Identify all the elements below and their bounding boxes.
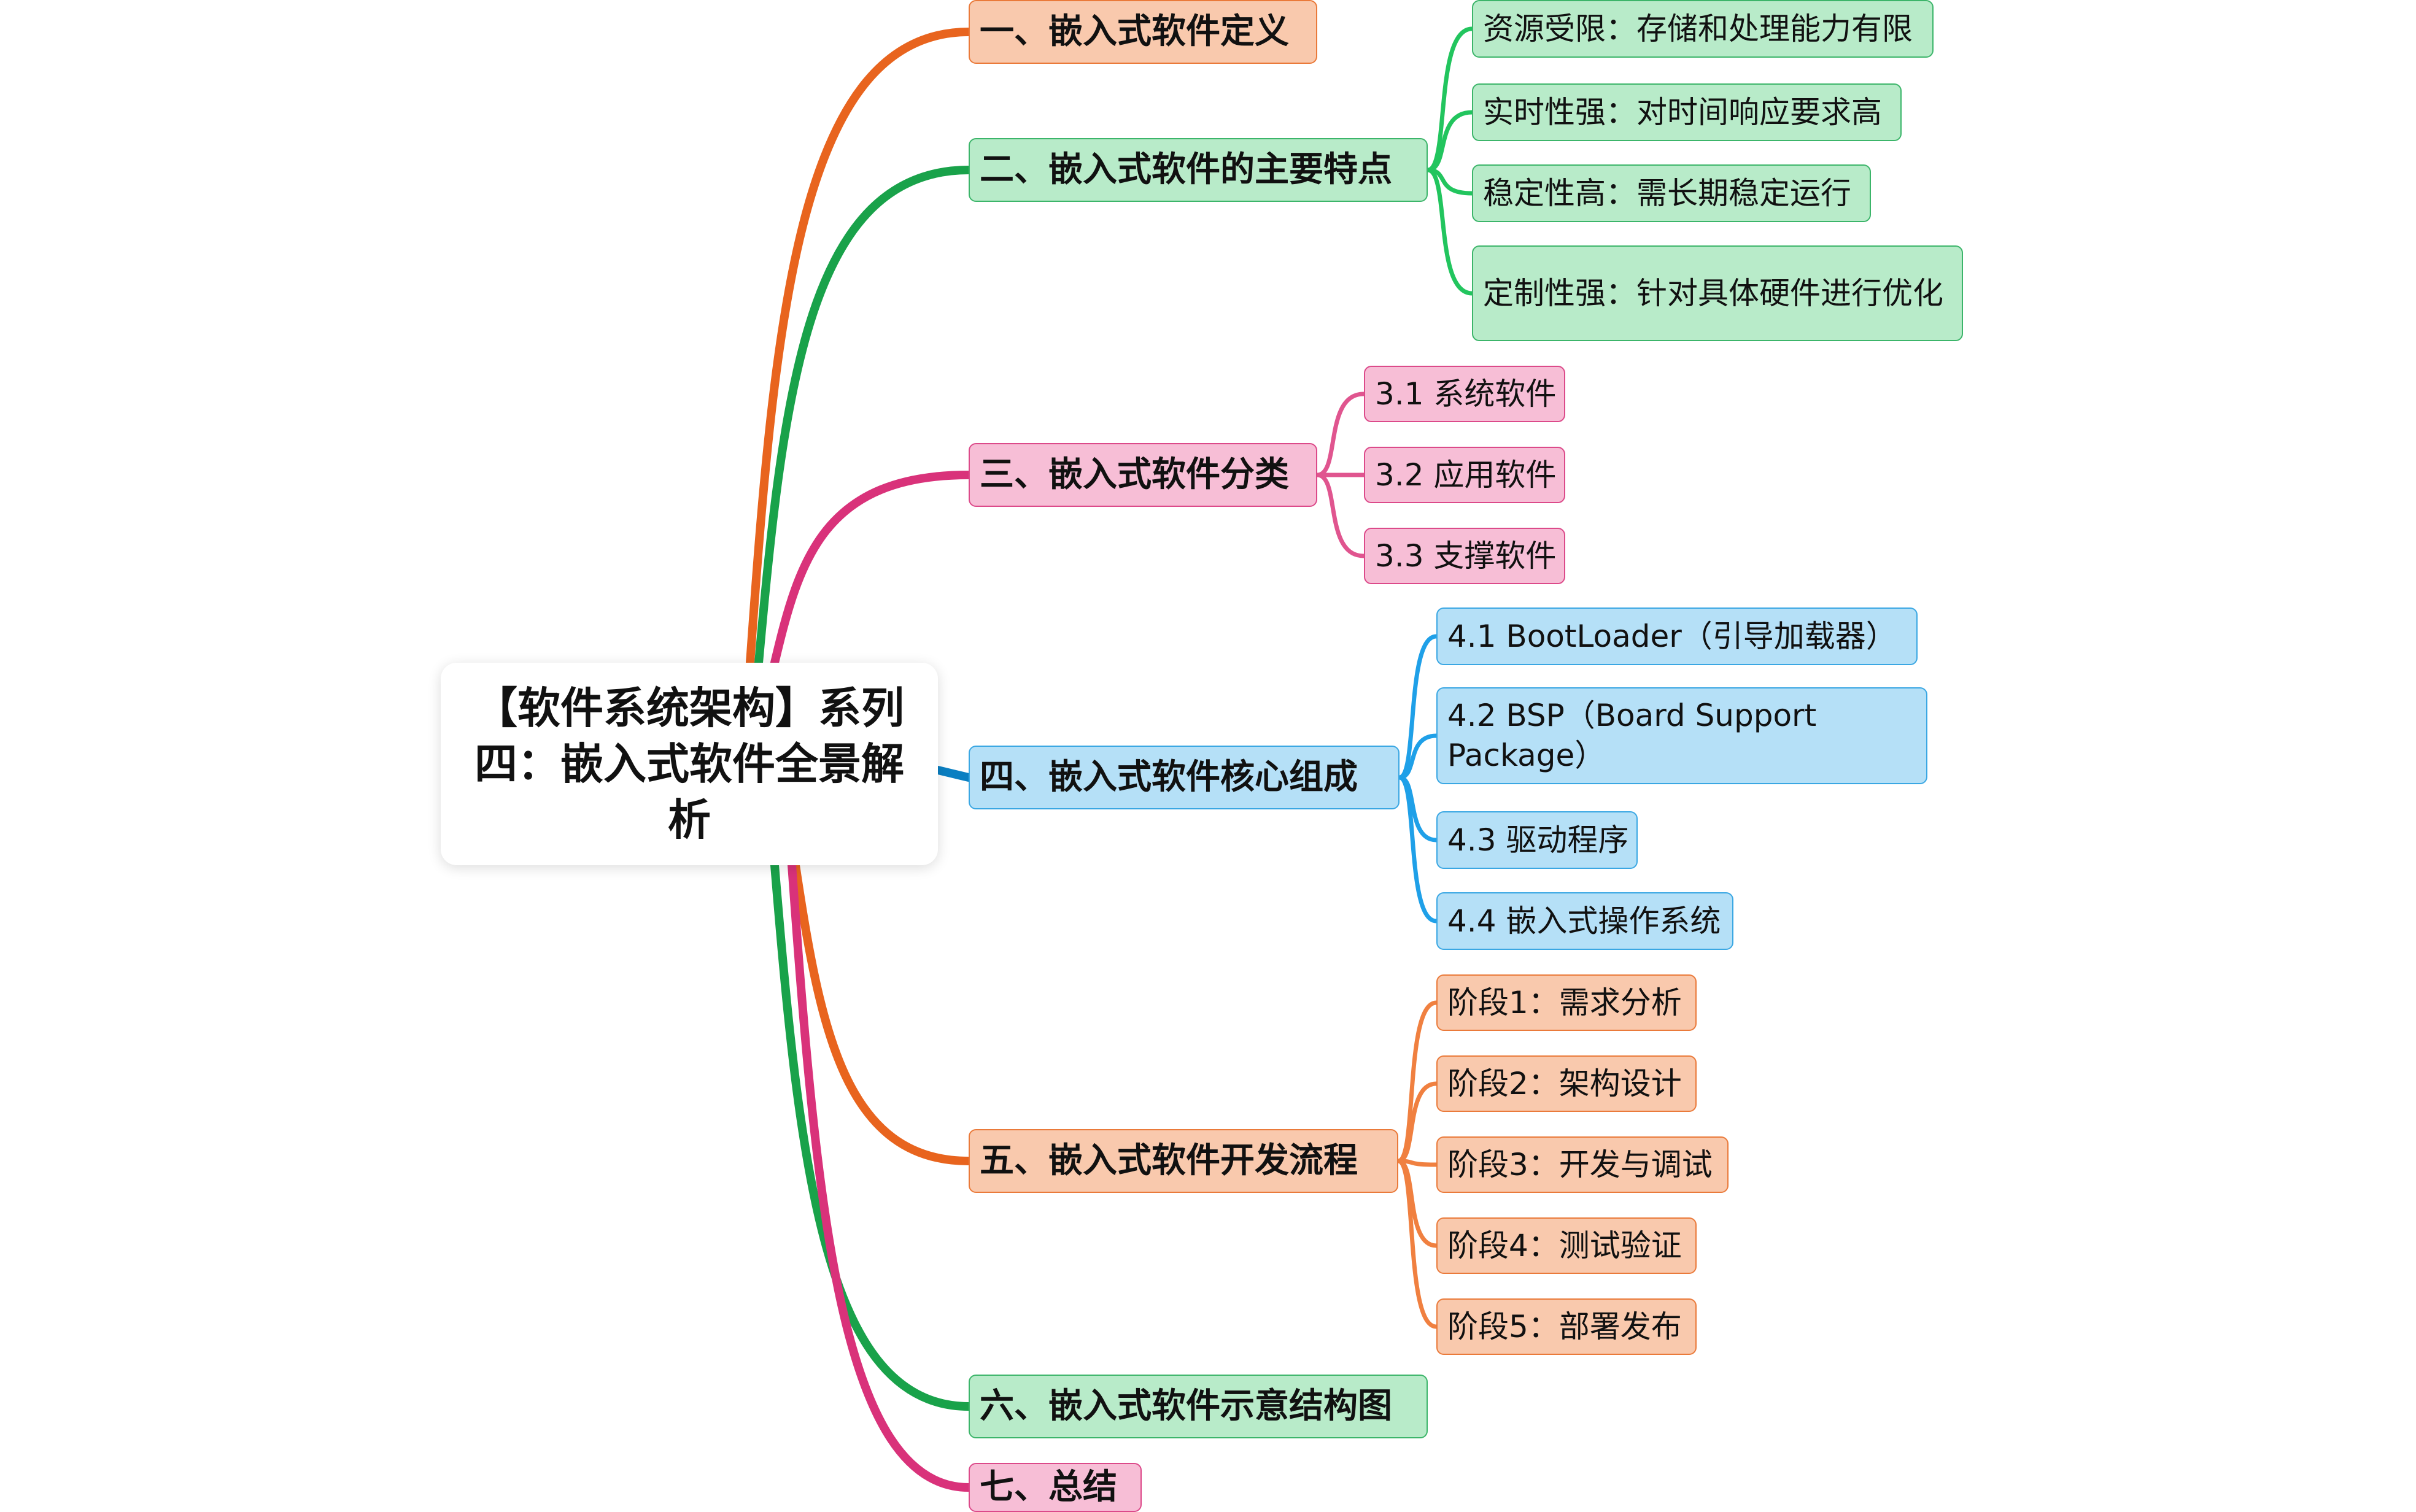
leaf-embedded-os[interactable]: 4.4 嵌入式操作系统 [1436,892,1733,950]
leaf-label: 4.4 嵌入式操作系统 [1447,903,1721,939]
leaf-label: 4.3 驱动程序 [1447,822,1629,858]
leaf-label: 阶段1：需求分析 [1447,984,1682,1020]
branch-label: 六、嵌入式软件示意结构图 [980,1386,1392,1426]
root-node[interactable]: 【软件系统架构】系列四：嵌入式软件全景解析 [441,663,938,865]
leaf-feature-stability[interactable]: 稳定性高：需长期稳定运行 [1472,164,1871,222]
leaf-bsp[interactable]: 4.2 BSP（Board Support Package） [1436,687,1927,784]
branch-leaf-connector [1425,110,1474,172]
root-branch-connector [754,166,973,667]
leaf-stage-architecture[interactable]: 阶段2：架构设计 [1436,1055,1697,1112]
leaf-stage-testing[interactable]: 阶段4：测试验证 [1436,1217,1697,1274]
leaf-feature-realtime[interactable]: 实时性强：对时间响应要求高 [1472,83,1902,141]
leaf-bootloader[interactable]: 4.1 BootLoader（引导加载器） [1436,608,1918,665]
branch-label: 五、嵌入式软件开发流程 [980,1140,1358,1181]
leaf-label: 3.3 支撑软件 [1375,538,1557,574]
leaf-label: 4.2 BSP（Board Support Package） [1447,698,1817,773]
root-branch-connector [746,28,973,667]
leaf-system-software[interactable]: 3.1 系统软件 [1364,366,1565,422]
branch-leaf-connector [1396,1159,1439,1329]
leaf-label: 阶段5：部署发布 [1447,1308,1682,1344]
leaf-label: 实时性强：对时间响应要求高 [1483,94,1882,130]
branch-definition[interactable]: 一、嵌入式软件定义 [969,0,1317,64]
leaf-application-software[interactable]: 3.2 应用软件 [1364,447,1565,503]
branch-leaf-connector [1315,472,1366,558]
leaf-stage-develop-debug[interactable]: 阶段3：开发与调试 [1436,1136,1729,1193]
branch-features[interactable]: 二、嵌入式软件的主要特点 [969,138,1428,202]
leaf-feature-custom[interactable]: 定制性强：针对具体硬件进行优化 [1472,245,1963,341]
branch-leaf-connector [1396,1081,1439,1163]
branch-label: 三、嵌入式软件分类 [980,454,1289,495]
branch-leaf-connector [1425,168,1474,296]
branch-label: 二、嵌入式软件的主要特点 [980,149,1392,190]
leaf-label: 阶段4：测试验证 [1447,1227,1682,1263]
root-branch-connector [770,861,973,1411]
leaf-feature-resource[interactable]: 资源受限：存储和处理能力有限 [1472,0,1934,58]
branch-label: 一、嵌入式软件定义 [980,11,1289,52]
leaf-label: 3.2 应用软件 [1375,457,1557,493]
root-branch-connector [770,471,973,667]
branch-label: 七、总结 [980,1467,1117,1507]
leaf-support-software[interactable]: 3.3 支撑软件 [1364,528,1565,584]
branch-leaf-connector [1396,1000,1439,1163]
branch-leaf-connector [1397,775,1439,924]
leaf-label: 4.1 BootLoader（引导加载器） [1447,618,1897,654]
leaf-label: 稳定性高：需长期稳定运行 [1483,175,1851,211]
branch-leaf-connector [1315,392,1366,477]
branch-core-components[interactable]: 四、嵌入式软件核心组成 [969,746,1400,809]
branch-leaf-connector [1397,733,1439,780]
leaf-label: 阶段3：开发与调试 [1447,1146,1713,1182]
branch-summary[interactable]: 七、总结 [969,1463,1142,1512]
branch-label: 四、嵌入式软件核心组成 [980,757,1358,797]
branch-structure-diagram[interactable]: 六、嵌入式软件示意结构图 [969,1375,1428,1438]
root-branch-connector [934,766,973,782]
branch-dev-process[interactable]: 五、嵌入式软件开发流程 [969,1129,1398,1193]
branch-categories[interactable]: 三、嵌入式软件分类 [969,443,1317,507]
leaf-stage-requirements[interactable]: 阶段1：需求分析 [1436,974,1697,1031]
branch-leaf-connector [1397,634,1439,780]
root-branch-connector [791,861,973,1165]
leaf-drivers[interactable]: 4.3 驱动程序 [1436,811,1638,869]
leaf-label: 资源受限：存储和处理能力有限 [1483,10,1913,47]
root-branch-connector [788,861,973,1492]
leaf-label: 定制性强：针对具体硬件进行优化 [1483,275,1943,311]
leaf-label: 阶段2：架构设计 [1447,1065,1682,1101]
branch-leaf-connector [1425,26,1474,172]
root-title: 【软件系统架构】系列四：嵌入式软件全景解析 [474,682,904,845]
leaf-label: 3.1 系统软件 [1375,376,1557,412]
leaf-stage-deploy[interactable]: 阶段5：部署发布 [1436,1298,1697,1355]
